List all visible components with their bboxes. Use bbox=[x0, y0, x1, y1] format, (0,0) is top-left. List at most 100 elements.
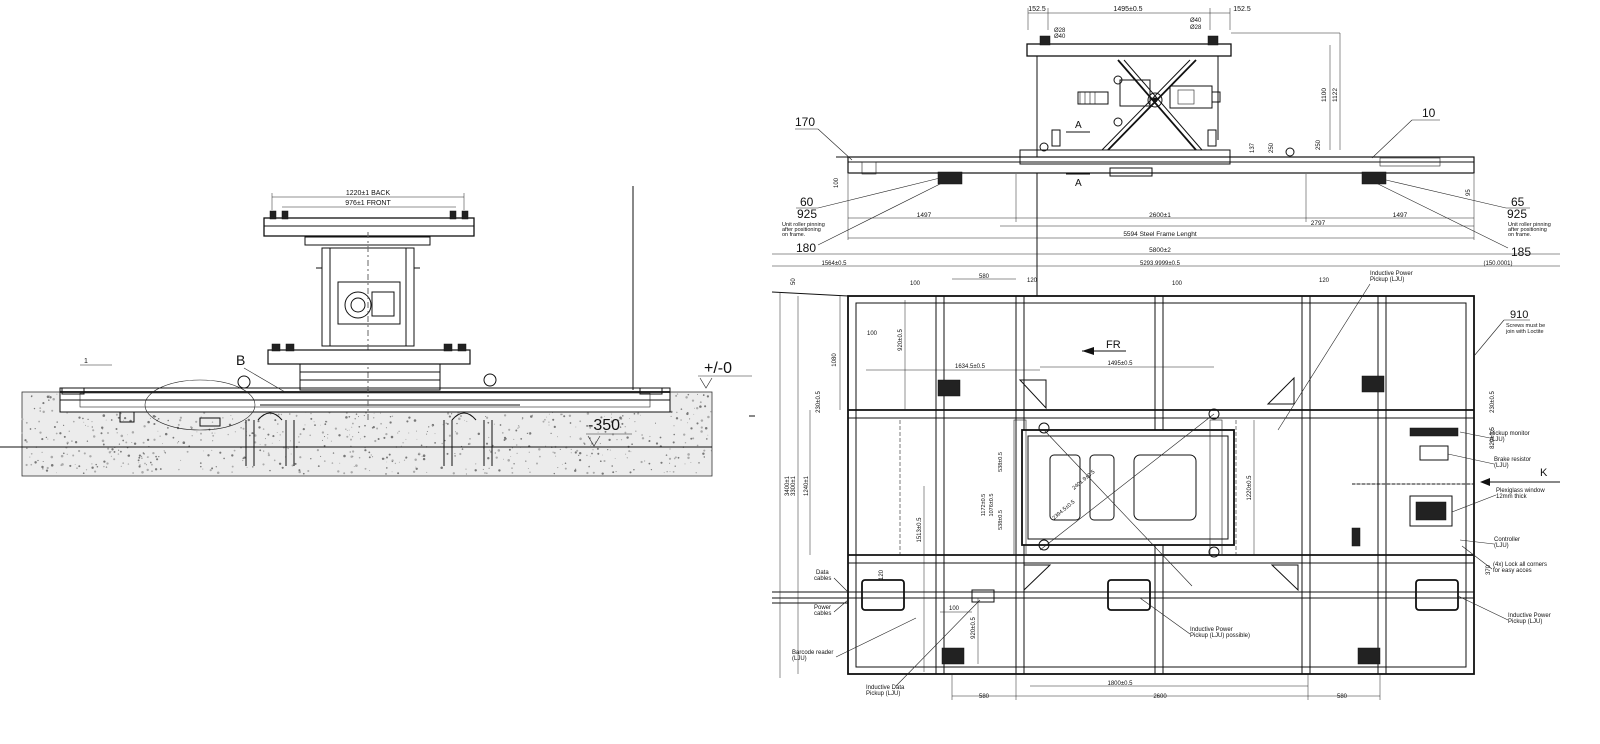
concrete-grain bbox=[24, 439, 27, 442]
hole-dia-r1: Ø40 bbox=[1190, 18, 1202, 24]
concrete-grain bbox=[252, 466, 254, 468]
concrete-grain bbox=[482, 468, 484, 470]
concrete-grain bbox=[247, 418, 251, 422]
dim-1634: 1634.5±0.5 bbox=[955, 364, 986, 370]
item-925-left: 925 bbox=[797, 207, 817, 221]
concrete-grain bbox=[369, 470, 371, 472]
dim-1220: 1220±0.5 bbox=[1247, 475, 1253, 501]
concrete-grain bbox=[669, 448, 671, 450]
concrete-grain bbox=[672, 471, 675, 473]
concrete-grain bbox=[52, 397, 55, 401]
concrete-grain bbox=[273, 459, 276, 462]
concrete-grain bbox=[485, 415, 487, 418]
concrete-grain bbox=[592, 449, 594, 451]
dim-5293: 5293.9999±0.5 bbox=[1140, 261, 1181, 267]
concrete-grain bbox=[634, 420, 636, 423]
concrete-grain bbox=[234, 431, 237, 433]
concrete-grain bbox=[258, 426, 261, 429]
concrete-grain bbox=[29, 456, 31, 458]
concrete-grain bbox=[161, 443, 164, 445]
concrete-grain bbox=[267, 452, 270, 455]
carriage-plate bbox=[267, 349, 471, 365]
concrete-grain bbox=[455, 431, 457, 433]
concrete-grain bbox=[559, 448, 561, 450]
dim-50: 50 bbox=[791, 278, 797, 285]
concrete-grain bbox=[428, 426, 430, 428]
concrete-grain bbox=[118, 449, 120, 451]
concrete-grain bbox=[485, 416, 489, 419]
leader bbox=[1457, 595, 1509, 621]
gusset bbox=[1018, 379, 1047, 410]
item-170: 170 bbox=[795, 115, 815, 129]
concrete-grain bbox=[26, 447, 28, 449]
dim-137: 137 bbox=[1250, 142, 1256, 153]
concrete-grain bbox=[675, 417, 679, 420]
concrete-grain bbox=[707, 415, 710, 419]
concrete-grain bbox=[94, 470, 97, 473]
concrete-grain bbox=[687, 453, 690, 456]
concrete-grain bbox=[157, 430, 159, 432]
concrete-grain bbox=[687, 393, 690, 396]
concrete-grain bbox=[515, 429, 518, 432]
concrete-grain bbox=[532, 414, 533, 416]
concrete-grain bbox=[323, 460, 326, 462]
concrete-grain bbox=[655, 442, 659, 445]
concrete-grain bbox=[179, 416, 183, 419]
concrete-grain bbox=[705, 438, 708, 440]
dim-1240: 1240±1 bbox=[804, 475, 810, 496]
diag-dim-b bbox=[1043, 429, 1193, 587]
concrete-grain bbox=[463, 419, 465, 421]
concrete-grain bbox=[141, 455, 143, 457]
cutout-2 bbox=[1089, 454, 1115, 521]
concrete-grain bbox=[699, 401, 702, 404]
concrete-grain bbox=[190, 426, 192, 429]
concrete-grain bbox=[222, 417, 224, 419]
concrete-grain bbox=[139, 464, 141, 466]
concrete-grain bbox=[147, 420, 150, 424]
concrete-grain bbox=[609, 449, 611, 451]
concrete-grain bbox=[597, 452, 600, 455]
dim-3300: 3300±1 bbox=[791, 475, 797, 496]
concrete-grain bbox=[574, 469, 577, 472]
pickup-right bbox=[1415, 579, 1459, 611]
concrete-grain bbox=[418, 452, 421, 455]
concrete-grain bbox=[413, 419, 417, 422]
concrete-grain bbox=[42, 460, 44, 463]
concrete-grain bbox=[254, 441, 257, 444]
pickup-left bbox=[861, 579, 905, 611]
concrete-grain bbox=[639, 414, 641, 416]
concrete-grain bbox=[127, 463, 130, 465]
concrete-grain bbox=[630, 451, 632, 453]
concrete-grain bbox=[710, 410, 712, 413]
concrete-grain bbox=[50, 455, 54, 459]
concrete-grain bbox=[518, 426, 520, 428]
concrete-grain bbox=[501, 432, 504, 434]
concrete-grain bbox=[599, 460, 602, 463]
lift-table-top bbox=[263, 217, 475, 237]
concrete-grain bbox=[180, 459, 182, 461]
concrete-grain bbox=[38, 420, 41, 423]
concrete-grain bbox=[25, 440, 28, 443]
concrete-grain bbox=[307, 469, 310, 473]
concrete-grain bbox=[167, 427, 169, 429]
concrete-grain bbox=[78, 449, 81, 453]
concrete-grain bbox=[272, 435, 275, 438]
concrete-grain bbox=[42, 402, 45, 405]
concrete-grain bbox=[214, 432, 216, 434]
elevation-view: 152.5 1495±0.5 152.5 Ø28 Ø40 Ø40 Ø28 110… bbox=[782, 6, 1551, 440]
concrete-grain bbox=[358, 431, 360, 433]
diag-dim-a bbox=[1039, 413, 1215, 551]
label-controller-1: Controller bbox=[1494, 537, 1520, 543]
table-stud bbox=[1039, 35, 1051, 46]
concrete-grain bbox=[349, 451, 351, 453]
concrete-grain bbox=[39, 410, 41, 412]
concrete-grain bbox=[488, 436, 490, 439]
table-stud bbox=[1207, 35, 1219, 46]
concrete-grain bbox=[552, 451, 554, 453]
concrete-grain bbox=[699, 405, 702, 408]
concrete-grain bbox=[615, 471, 617, 473]
concrete-grain bbox=[144, 462, 146, 465]
concrete-grain bbox=[641, 437, 645, 440]
concrete-grain bbox=[102, 443, 105, 446]
concrete-grain bbox=[596, 447, 599, 450]
